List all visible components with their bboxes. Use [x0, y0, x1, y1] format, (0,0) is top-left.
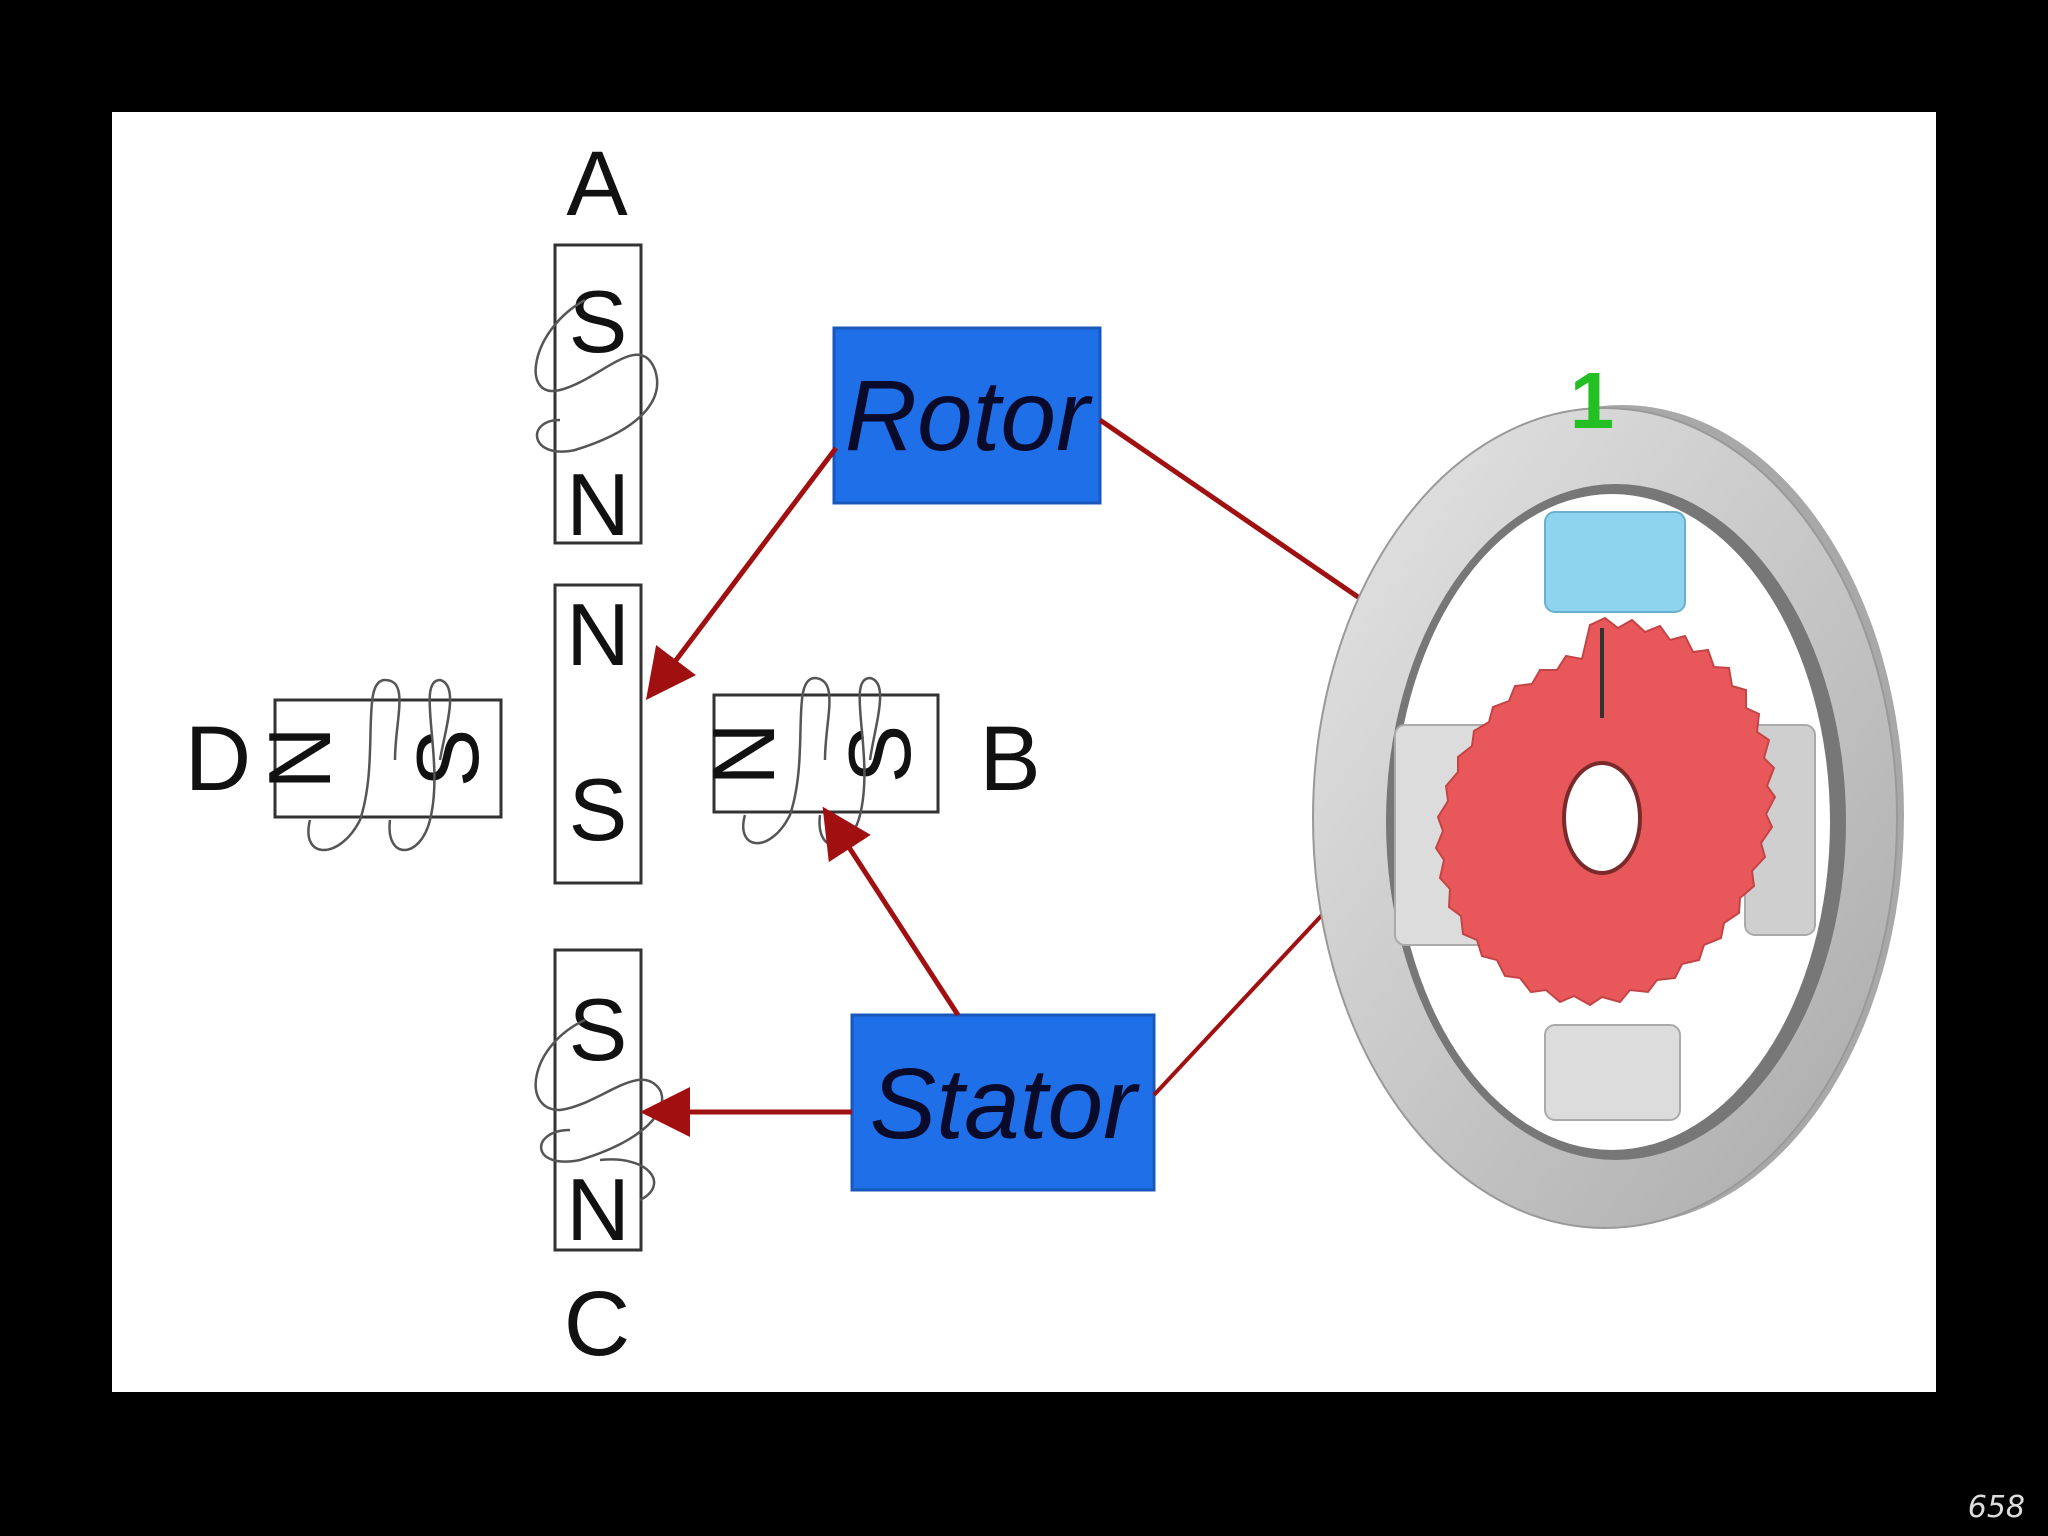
phase-label-b: B [979, 708, 1040, 810]
stepper-motor-illustration: 1 [1312, 356, 1904, 1229]
rotor-magnet [553, 583, 643, 885]
pole-d-left: N [250, 726, 349, 790]
pole-b-left: N [694, 722, 793, 786]
pole-a-top: S [569, 272, 628, 371]
arrow-rotor-to-schematic [645, 446, 838, 700]
stator-callout-label: Stator [870, 1048, 1140, 1160]
pole-b-right: S [830, 725, 929, 784]
phase-label-c: C [564, 1273, 630, 1375]
stator-tooth-bottom [1544, 1024, 1681, 1121]
coil-winding-a [534, 298, 659, 453]
rotor-pole-bottom: S [569, 760, 628, 859]
stator-pole-a [553, 243, 643, 545]
rotor-callout-label: Rotor [845, 360, 1093, 472]
rotor-hub-hole [1562, 761, 1642, 875]
rotor-callout-box [832, 326, 1102, 505]
stator-pole-d [273, 698, 503, 819]
pole-c-bottom: N [566, 1160, 630, 1259]
page-number: 658 [1968, 1490, 2025, 1525]
stator-callout-box [850, 1013, 1156, 1192]
phase-label-a: A [566, 133, 628, 235]
stator-tooth-top [1544, 511, 1686, 613]
coil-winding-d [307, 678, 452, 852]
arrow-stator-to-pole-b [822, 806, 961, 1017]
pole-a-bottom: N [566, 455, 630, 554]
pole-d-right: S [398, 729, 497, 788]
rotor-pole-top: N [566, 585, 630, 684]
phase-label-d: D [185, 708, 251, 810]
step-number: 1 [1570, 356, 1615, 445]
pole-c-top: S [569, 980, 628, 1079]
